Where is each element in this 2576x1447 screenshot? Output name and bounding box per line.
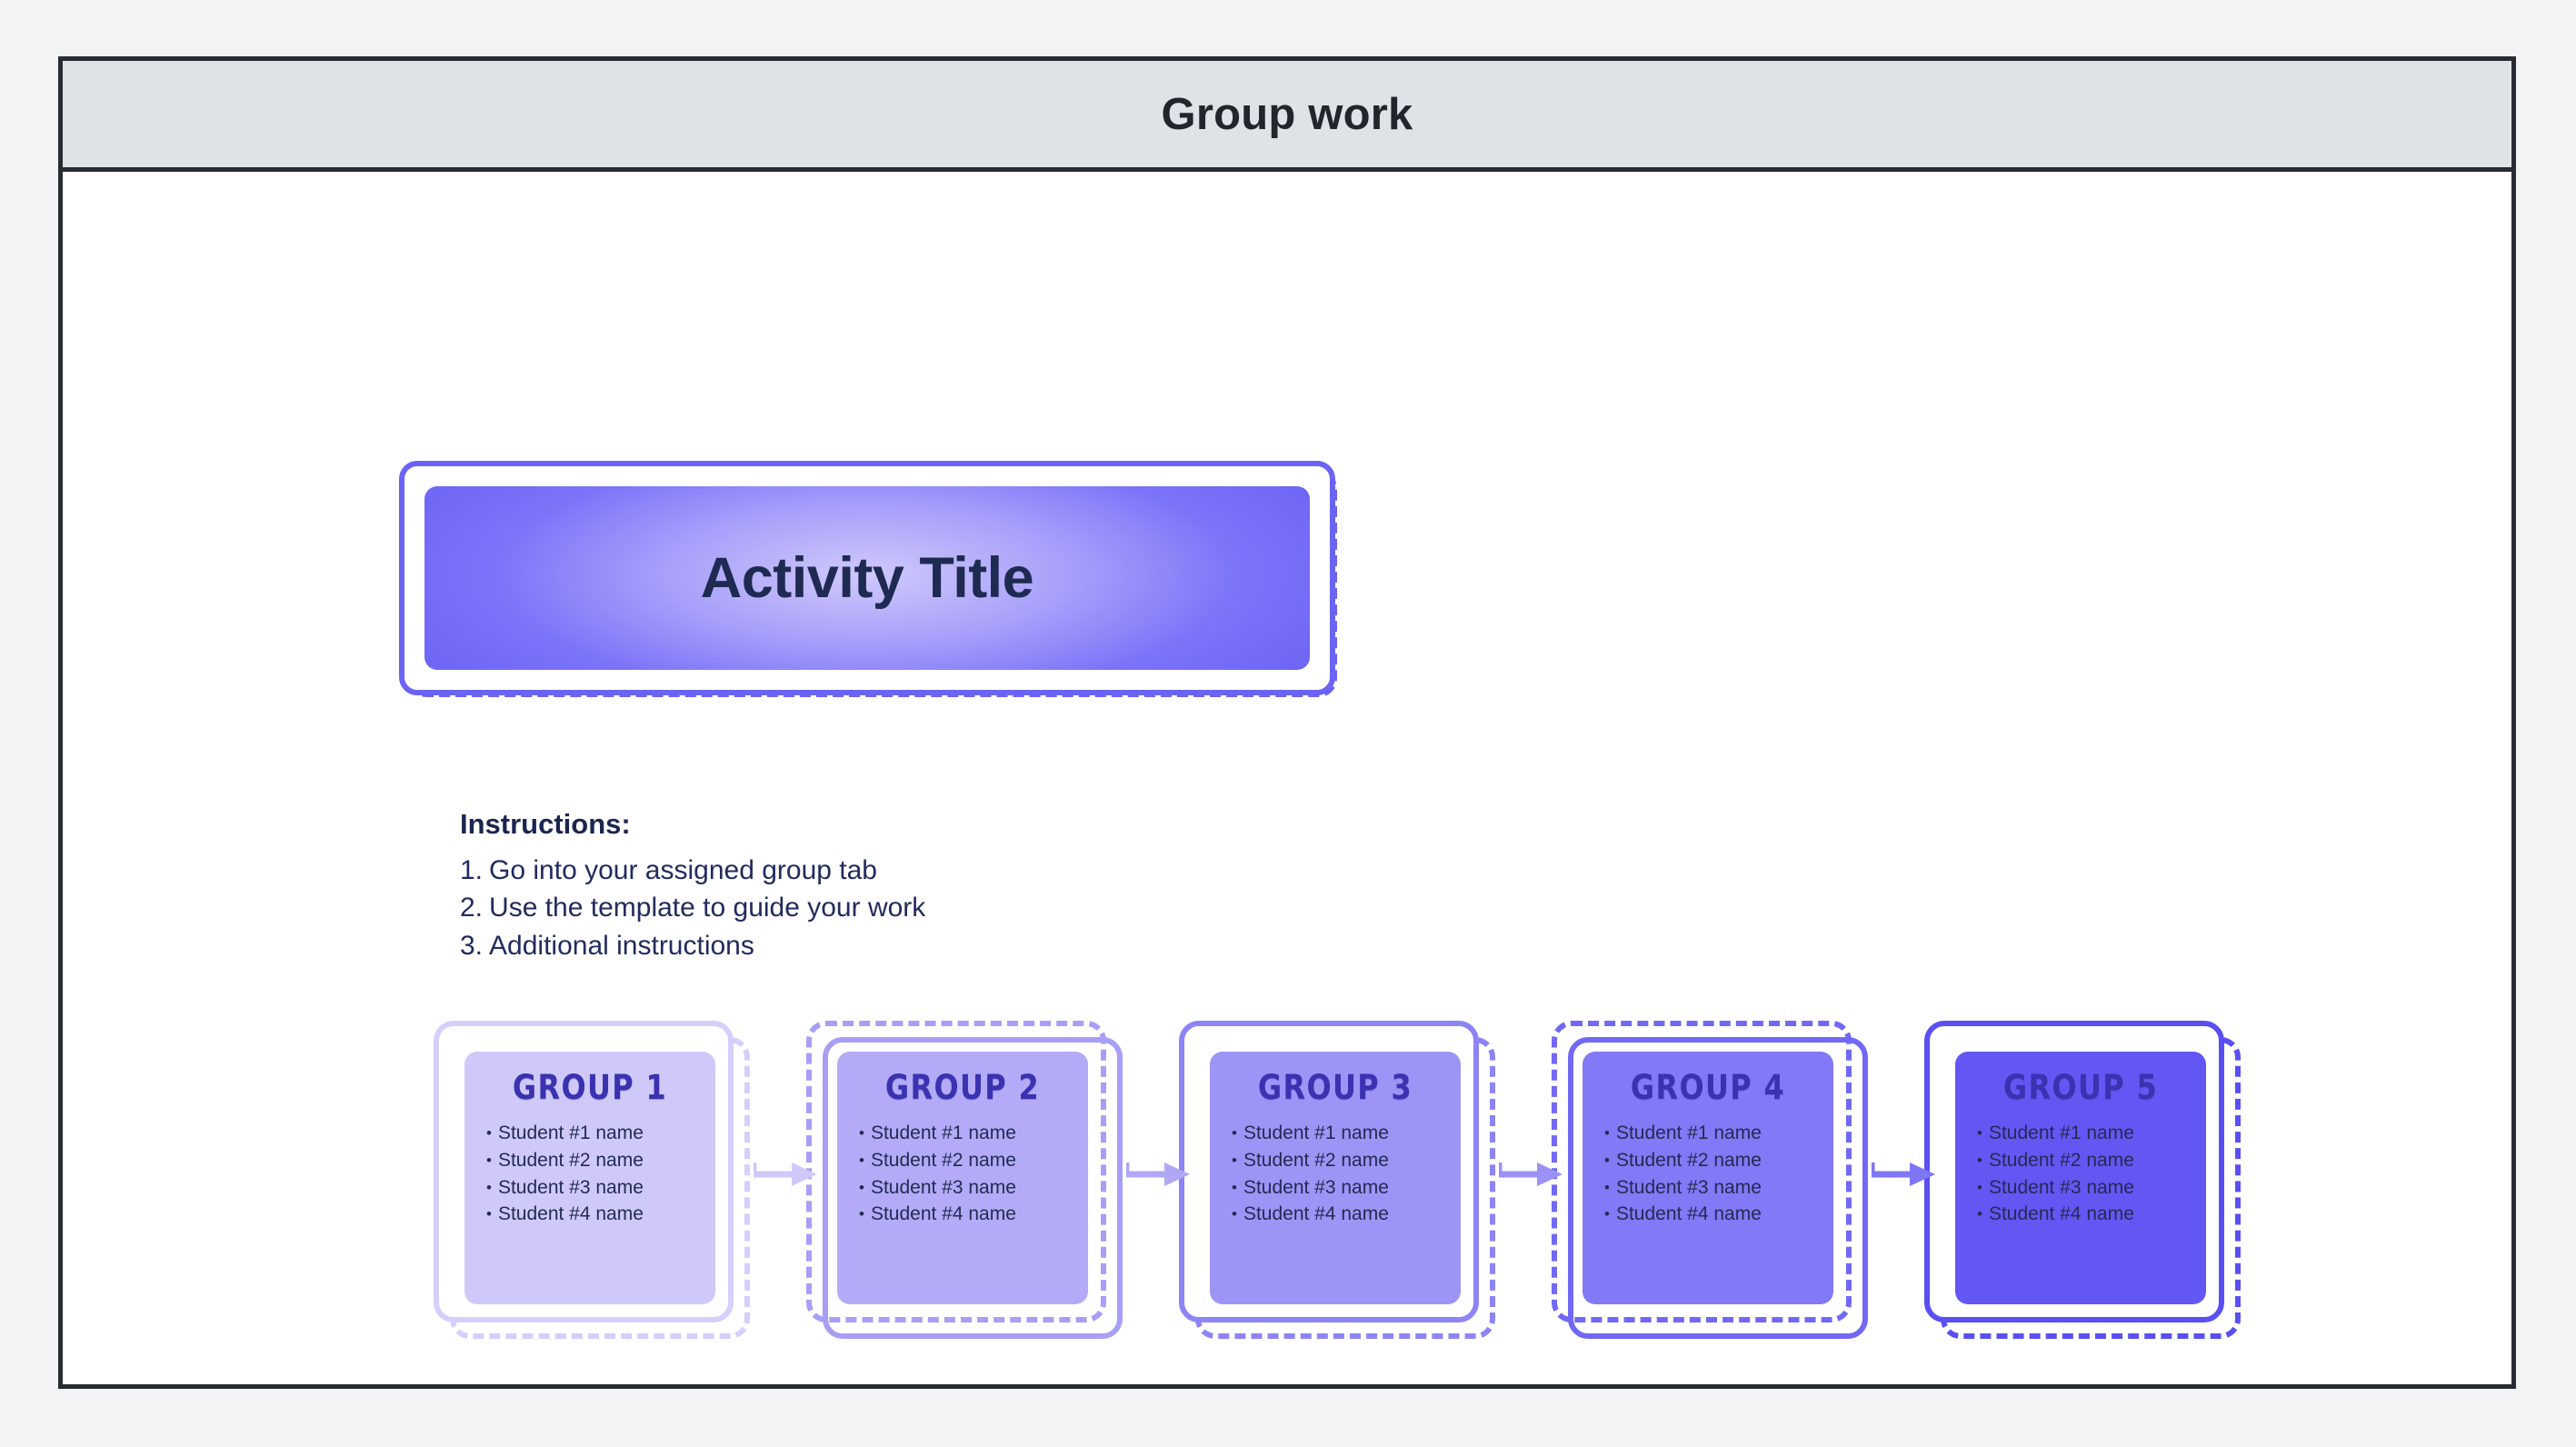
instruction-step-number: 1. bbox=[460, 855, 484, 885]
group-card-title: GROUP 1 bbox=[512, 1068, 668, 1107]
student-list: Student #1 nameStudent #2 nameStudent #3… bbox=[1955, 1120, 2206, 1228]
instruction-step-text: Additional instructions bbox=[489, 930, 754, 961]
student-list-item: Student #1 name bbox=[486, 1120, 715, 1147]
instruction-step: 2.Use the template to guide your work bbox=[460, 889, 925, 926]
activity-title-fill: Activity Title bbox=[424, 486, 1310, 670]
group-card-body: GROUP 1Student #1 nameStudent #2 nameStu… bbox=[464, 1052, 715, 1304]
student-list: Student #1 nameStudent #2 nameStudent #3… bbox=[464, 1120, 715, 1228]
instruction-step: 3.Additional instructions bbox=[460, 927, 925, 964]
student-list-item: Student #1 name bbox=[1977, 1120, 2206, 1147]
student-list: Student #1 nameStudent #2 nameStudent #3… bbox=[837, 1120, 1088, 1228]
group-card-4[interactable]: GROUP 4Student #1 nameStudent #2 nameStu… bbox=[1552, 1021, 1870, 1341]
group-card-1[interactable]: GROUP 1Student #1 nameStudent #2 nameStu… bbox=[434, 1021, 752, 1341]
student-list-item: Student #2 name bbox=[1977, 1147, 2206, 1174]
app-window: Group work Activity Title Instructions: … bbox=[58, 56, 2516, 1389]
activity-title-solid-outline: Activity Title bbox=[399, 461, 1335, 695]
instruction-step-text: Use the template to guide your work bbox=[489, 893, 926, 923]
student-list-item: Student #3 name bbox=[1604, 1174, 1833, 1202]
student-list-item: Student #4 name bbox=[1232, 1201, 1461, 1228]
instructions-heading: Instructions: bbox=[460, 808, 631, 840]
page-title: Group work bbox=[1161, 89, 1413, 139]
group-card-solid-outline: GROUP 3Student #1 nameStudent #2 nameStu… bbox=[1179, 1021, 1479, 1322]
instruction-step: 1.Go into your assigned group tab bbox=[460, 852, 925, 889]
group-card-body: GROUP 2Student #1 nameStudent #2 nameStu… bbox=[837, 1052, 1088, 1304]
group-card-title: GROUP 3 bbox=[1257, 1068, 1413, 1107]
student-list-item: Student #4 name bbox=[486, 1201, 715, 1228]
group-card-3[interactable]: GROUP 3Student #1 nameStudent #2 nameStu… bbox=[1179, 1021, 1497, 1341]
student-list-item: Student #3 name bbox=[1232, 1174, 1461, 1202]
student-list-item: Student #2 name bbox=[486, 1147, 715, 1174]
arrow-group1-to-group2 bbox=[754, 1159, 821, 1190]
student-list: Student #1 nameStudent #2 nameStudent #3… bbox=[1210, 1120, 1461, 1228]
student-list-item: Student #1 name bbox=[1604, 1120, 1833, 1147]
student-list-item: Student #4 name bbox=[1604, 1201, 1833, 1228]
activity-title-text: Activity Title bbox=[700, 546, 1034, 610]
group-card-body: GROUP 5Student #1 nameStudent #2 nameStu… bbox=[1955, 1052, 2206, 1304]
group-cards-row: GROUP 1Student #1 nameStudent #2 nameStu… bbox=[434, 1021, 2279, 1357]
group-card-body: GROUP 4Student #1 nameStudent #2 nameStu… bbox=[1583, 1052, 1833, 1304]
instructions-block: Instructions: 1.Go into your assigned gr… bbox=[460, 808, 925, 964]
student-list-item: Student #3 name bbox=[1977, 1174, 2206, 1202]
group-card-dashed-outline: GROUP 2Student #1 nameStudent #2 nameStu… bbox=[806, 1021, 1106, 1322]
student-list-item: Student #2 name bbox=[1232, 1147, 1461, 1174]
activity-title-block[interactable]: Activity Title bbox=[399, 461, 1337, 697]
instruction-step-number: 3. bbox=[460, 930, 484, 961]
group-card-body: GROUP 3Student #1 nameStudent #2 nameStu… bbox=[1210, 1052, 1461, 1304]
group-card-title: GROUP 2 bbox=[884, 1068, 1041, 1107]
arrow-group2-to-group3 bbox=[1126, 1159, 1193, 1190]
instruction-step-number: 2. bbox=[460, 893, 484, 923]
arrow-group4-to-group5 bbox=[1872, 1159, 1939, 1190]
group-card-dashed-outline: GROUP 4Student #1 nameStudent #2 nameStu… bbox=[1552, 1021, 1852, 1322]
student-list-item: Student #4 name bbox=[1977, 1201, 2206, 1228]
arrow-group3-to-group4 bbox=[1499, 1159, 1566, 1190]
group-card-solid-outline: GROUP 1Student #1 nameStudent #2 nameStu… bbox=[434, 1021, 734, 1322]
window-header: Group work bbox=[63, 61, 2511, 172]
instruction-step-text: Go into your assigned group tab bbox=[489, 855, 877, 885]
student-list: Student #1 nameStudent #2 nameStudent #3… bbox=[1583, 1120, 1833, 1228]
student-list-item: Student #2 name bbox=[859, 1147, 1088, 1174]
student-list-item: Student #2 name bbox=[1604, 1147, 1833, 1174]
group-card-solid-outline: GROUP 5Student #1 nameStudent #2 nameStu… bbox=[1924, 1021, 2224, 1322]
group-card-5[interactable]: GROUP 5Student #1 nameStudent #2 nameStu… bbox=[1924, 1021, 2242, 1341]
group-card-title: GROUP 5 bbox=[2002, 1068, 2159, 1107]
student-list-item: Student #3 name bbox=[486, 1174, 715, 1202]
group-card-title: GROUP 4 bbox=[1630, 1068, 1786, 1107]
student-list-item: Student #4 name bbox=[859, 1201, 1088, 1228]
student-list-item: Student #1 name bbox=[859, 1120, 1088, 1147]
group-card-2[interactable]: GROUP 2Student #1 nameStudent #2 nameStu… bbox=[806, 1021, 1124, 1341]
student-list-item: Student #1 name bbox=[1232, 1120, 1461, 1147]
slide-canvas: Activity Title Instructions: 1.Go into y… bbox=[63, 172, 2511, 1384]
student-list-item: Student #3 name bbox=[859, 1174, 1088, 1202]
